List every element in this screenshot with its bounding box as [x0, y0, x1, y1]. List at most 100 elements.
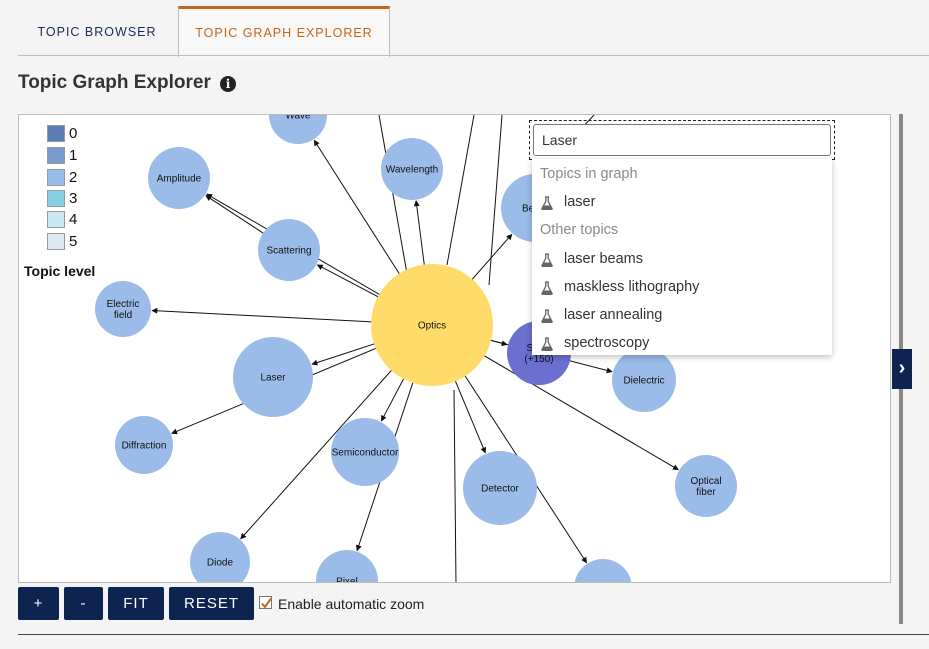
node-circle[interactable]	[316, 550, 378, 583]
node-circle[interactable]	[95, 281, 151, 337]
legend-swatch	[47, 169, 65, 186]
legend-level-label: 0	[69, 125, 78, 142]
graph-svg[interactable]: OpticsWaveWavelengthAmplitudeScatteringB…	[19, 115, 891, 583]
node-label: Laser	[260, 373, 286, 384]
suggestion-label: laser	[564, 194, 596, 210]
node-label: Diffraction	[122, 441, 167, 452]
graph-node-pixel[interactable]: Pixel	[316, 550, 378, 583]
graph-edge	[151, 307, 386, 324]
graph-node-scattering[interactable]: Scattering	[258, 219, 320, 281]
graph-edge	[449, 368, 487, 454]
node-label: Electric	[107, 299, 140, 310]
graph-node-diode[interactable]: Diode	[190, 532, 250, 583]
node-circle[interactable]	[269, 115, 327, 144]
node-circle[interactable]	[190, 532, 250, 583]
graph-edge	[313, 139, 408, 286]
graph-node-laser[interactable]: Laser	[233, 337, 313, 417]
zoom-in-button[interactable]: +	[18, 587, 59, 620]
legend-swatch	[47, 233, 65, 250]
node-circle[interactable]	[612, 348, 676, 412]
legend-level-1: 1	[47, 145, 107, 165]
suggestions-header-other: Other topics	[540, 222, 619, 238]
node-label: (+150)	[524, 354, 553, 365]
graph-nodes: OpticsWaveWavelengthAmplitudeScatteringB…	[95, 115, 737, 583]
node-circle[interactable]	[148, 147, 210, 209]
suggestion-label: laser beams	[564, 251, 643, 267]
legend-level-label: 3	[69, 190, 78, 207]
tab-topic-graph-explorer[interactable]: TOPIC GRAPH EXPLORER	[178, 6, 390, 57]
suggestion-label: spectroscopy	[564, 335, 650, 351]
legend-swatch	[47, 125, 65, 142]
legend-level-5: 5	[47, 231, 107, 251]
node-circle[interactable]	[381, 138, 443, 200]
node-circle[interactable]	[463, 451, 537, 525]
node-circle[interactable]	[258, 219, 320, 281]
suggestion-item[interactable]: spectroscopy	[532, 333, 832, 357]
legend-level-3: 3	[47, 188, 107, 208]
node-label: Amplitude	[157, 174, 202, 185]
flask-icon	[541, 281, 553, 295]
zoom-out-button[interactable]: -	[64, 587, 103, 620]
topic-search-input[interactable]	[533, 124, 831, 156]
graph-edge	[240, 359, 402, 540]
node-label: Semiconductor	[332, 448, 399, 459]
suggestion-label: laser annealing	[564, 307, 663, 323]
legend-level-label: 2	[69, 169, 78, 186]
legend-level-0: 0	[47, 123, 107, 143]
graph-node-dielectric[interactable]: Dielectric	[612, 348, 676, 412]
flask-icon	[541, 253, 553, 267]
graph-node-wave[interactable]: Wave	[269, 115, 327, 144]
graph-node-optics[interactable]: Optics	[371, 264, 493, 386]
node-circle[interactable]	[675, 455, 737, 517]
suggestion-label: maskless lithography	[564, 279, 700, 295]
node-label: Pixel	[336, 577, 358, 584]
tab-topic-browser[interactable]: TOPIC BROWSER	[37, 25, 157, 39]
page-title: Topic Graph Explorer	[18, 72, 211, 93]
graph-edge	[488, 115, 503, 286]
node-circle[interactable]	[331, 418, 399, 486]
flask-icon	[541, 337, 553, 351]
graph-node-wavelength[interactable]: Wavelength	[381, 138, 443, 200]
node-circle[interactable]	[233, 337, 313, 417]
auto-zoom-checkbox[interactable]	[259, 596, 272, 609]
legend-swatch	[47, 147, 65, 164]
checkmark-icon	[261, 597, 272, 609]
fit-button[interactable]: FIT	[108, 587, 164, 620]
graph-node-amplitude[interactable]: Amplitude	[148, 147, 210, 209]
bottom-divider	[18, 634, 929, 635]
node-label: fiber	[696, 487, 716, 498]
tab-divider	[18, 55, 929, 56]
legend-level-label: 5	[69, 233, 78, 250]
graph-canvas[interactable]: OpticsWaveWavelengthAmplitudeScatteringB…	[18, 114, 891, 583]
suggestion-item[interactable]: laser annealing	[532, 305, 832, 329]
graph-edge	[453, 389, 457, 582]
graph-node-semiconductor[interactable]: Semiconductor	[331, 418, 399, 486]
search-suggestions: Topics in graph laser Other topics laser…	[532, 159, 832, 355]
legend-level-label: 1	[69, 147, 78, 164]
auto-zoom-label[interactable]: Enable automatic zoom	[278, 596, 425, 612]
node-circle[interactable]	[115, 416, 173, 474]
flask-icon	[541, 309, 553, 323]
graph-node-detector[interactable]: Detector	[463, 451, 537, 525]
suggestion-item[interactable]: laser	[532, 192, 832, 216]
suggestion-item[interactable]: maskless lithography	[532, 277, 832, 301]
node-label: Dielectric	[623, 376, 664, 387]
legend-title: Topic level	[24, 263, 96, 279]
node-label: Wavelength	[386, 165, 438, 176]
info-icon[interactable]: i	[220, 76, 236, 92]
flask-icon	[541, 196, 553, 210]
expand-panel-button[interactable]: ›	[892, 349, 912, 389]
suggestion-item[interactable]: laser beams	[532, 249, 832, 273]
node-label: Optical	[690, 476, 721, 487]
legend-level-2: 2	[47, 167, 107, 187]
reset-button[interactable]: RESET	[169, 587, 254, 620]
graph-node-diffraction[interactable]: Diffraction	[115, 416, 173, 474]
node-circle[interactable]	[574, 559, 632, 583]
graph-edge	[446, 115, 475, 266]
node-circle[interactable]	[371, 264, 493, 386]
graph-node-unlabeled[interactable]	[574, 559, 632, 583]
node-label: Scattering	[266, 246, 311, 257]
node-label: Wave	[285, 115, 311, 122]
